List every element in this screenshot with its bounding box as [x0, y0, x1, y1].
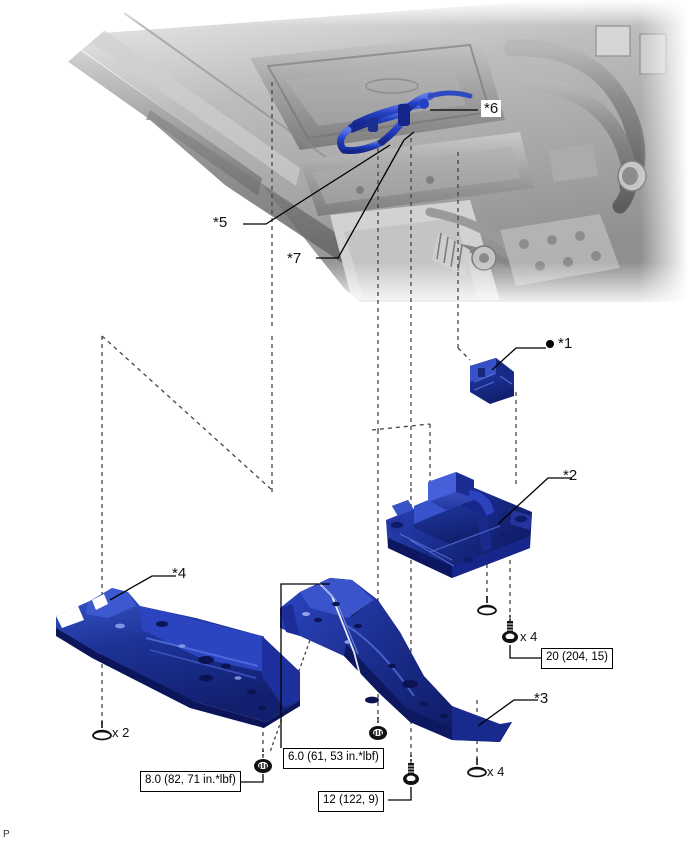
bolt-icon	[502, 615, 518, 643]
part-fuel-pump-assembly	[386, 472, 532, 578]
torque-spec-12: 12 (122, 9)	[318, 791, 384, 812]
blue-hose-assembly	[337, 90, 473, 154]
nut-icon	[254, 750, 272, 773]
torque-spec-8: 8.0 (82, 71 in.*lbf)	[140, 771, 241, 792]
count-x4-bolt: x 4	[520, 629, 538, 644]
callout-3: *3	[534, 690, 549, 707]
callout-4: *4	[172, 565, 187, 582]
part-right-under-cover	[280, 578, 512, 742]
callout-6: *6	[481, 100, 502, 117]
bolt-icon	[403, 755, 419, 785]
count-x4-clip: x 4	[487, 764, 505, 779]
part-left-under-cover	[56, 588, 300, 728]
nut-icon	[369, 717, 387, 740]
clip-icon	[92, 721, 112, 741]
part-connector-bracket	[470, 358, 514, 404]
clip-icon	[477, 596, 497, 616]
count-x2: x 2	[112, 725, 130, 740]
bullet-marker	[546, 340, 554, 349]
page-mark: P	[3, 829, 10, 840]
torque-spec-6: 6.0 (61, 53 in.*lbf)	[283, 748, 384, 769]
clip-icon	[467, 758, 487, 778]
callout-2: *2	[563, 467, 578, 484]
callout-7: *7	[287, 250, 302, 267]
underbody-photograph	[0, 0, 688, 308]
callout-1: *1	[546, 336, 572, 351]
torque-spec-20: 20 (204, 15)	[541, 648, 614, 669]
callout-5: *5	[213, 214, 228, 231]
